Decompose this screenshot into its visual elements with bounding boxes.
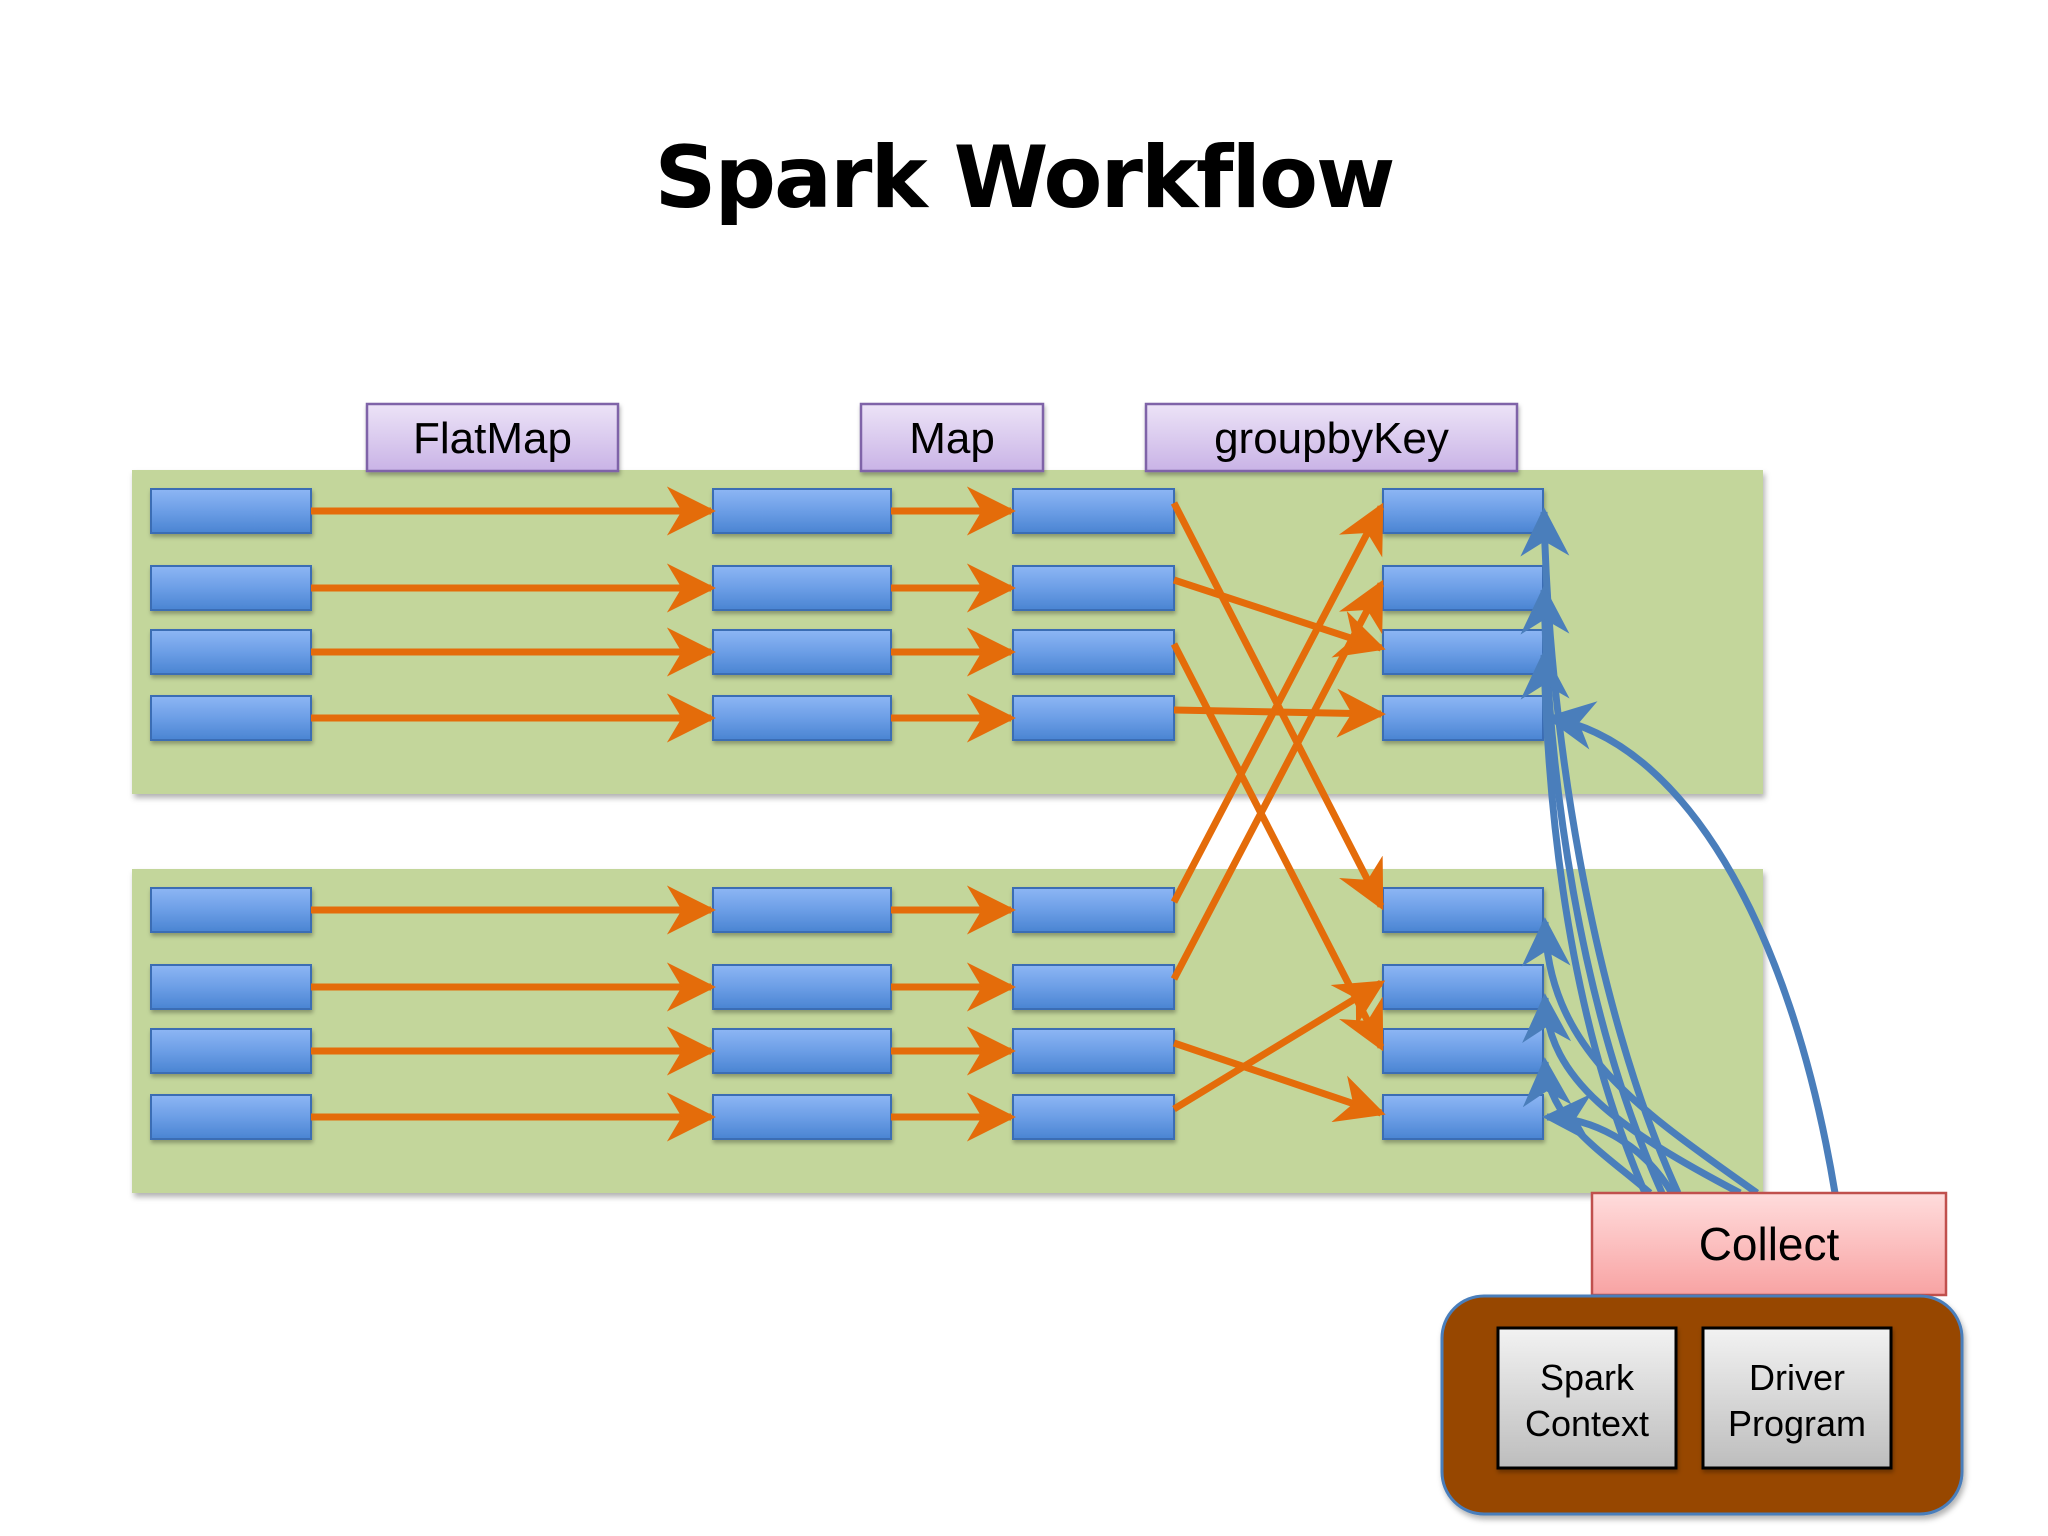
partition-1-input-record-1 xyxy=(150,488,312,534)
partition-1-input-record-4 xyxy=(150,695,312,741)
partition-2-groupbykey-output-record-3 xyxy=(1382,1028,1544,1074)
shuffle-arrow-2 xyxy=(1172,576,1386,658)
partition-2-flatmap-output-record-2 xyxy=(712,964,892,1010)
partition-1-groupbykey-output-record-3 xyxy=(1382,629,1544,675)
slide-title: Spark Workflow xyxy=(654,128,1396,228)
partition-1-flatmap-output-record-2 xyxy=(712,565,892,611)
collect-arrow-partition-2-record-2 xyxy=(1522,993,1742,1197)
driver-program-label-line2: Program xyxy=(1728,1403,1866,1444)
partition-2-map-output-record-3 xyxy=(1012,1028,1175,1074)
collect-action: Collect xyxy=(1590,1191,1948,1297)
partition-1-groupbykey-output-record-4 xyxy=(1382,695,1544,741)
spark-context-box xyxy=(1496,1326,1678,1470)
map-operation-box xyxy=(859,402,1045,473)
partition-2-map-output-record-1 xyxy=(1012,887,1175,933)
partition-2-flatmap-output-record-1 xyxy=(712,887,892,933)
partition-1-groupbykey-output-record-2 xyxy=(1382,565,1544,611)
map-operation-label: Map xyxy=(909,414,995,463)
spark-context-label-line1: Spark xyxy=(1540,1357,1635,1398)
partition-1-flatmap-output-record-4 xyxy=(712,695,892,741)
groupbykey-operation-box xyxy=(1144,402,1519,473)
collect-label: Collect xyxy=(1699,1218,1840,1270)
partition-1-map-output-record-3 xyxy=(1012,629,1175,675)
collect-box xyxy=(1590,1191,1948,1297)
partition-1-input-record-3 xyxy=(150,629,312,675)
partition-2-map-output-record-4 xyxy=(1012,1094,1175,1140)
partition-2-groupbykey-output-record-2 xyxy=(1382,964,1544,1010)
spark-context-label-line2: Context xyxy=(1525,1403,1649,1444)
collect-arrow-partition-2-record-4 xyxy=(1542,1093,1675,1195)
partition-1-map-output-record-4 xyxy=(1012,695,1175,741)
partition-2-groupbykey-output-record-4 xyxy=(1382,1094,1544,1140)
partition-1-flatmap-output-record-1 xyxy=(712,488,892,534)
flatmap-operation-box xyxy=(365,402,620,473)
partition-2-groupbykey-output-record-1 xyxy=(1382,887,1544,933)
groupbykey-operation-label: groupbyKey xyxy=(1214,414,1449,463)
shuffle-arrow-8 xyxy=(1172,980,1386,1112)
driver-node: Spark Context Driver Program xyxy=(1440,1294,1964,1516)
partition-2-map-output-record-2 xyxy=(1012,964,1175,1010)
partition-2-input-record-1 xyxy=(150,887,312,933)
collect-arrow-partition-2-record-1 xyxy=(1521,917,1760,1196)
collect-arrow-partition-1-record-4 xyxy=(1545,701,1839,1194)
driver-program-box xyxy=(1701,1326,1893,1470)
driver-program-label-line1: Driver xyxy=(1749,1357,1845,1398)
shuffle-arrow-5 xyxy=(1170,502,1385,904)
partition-1-groupbykey-output-record-1 xyxy=(1382,488,1544,534)
partition-1-input-record-2 xyxy=(150,565,312,611)
partition-2-input-record-4 xyxy=(150,1094,312,1140)
partition-1-flatmap-output-record-3 xyxy=(712,629,892,675)
flatmap-operation-label: FlatMap xyxy=(413,414,572,463)
shuffle-arrow-7 xyxy=(1172,1039,1386,1123)
partition-2-input-record-2 xyxy=(150,964,312,1010)
partition-2-flatmap-output-record-4 xyxy=(712,1094,892,1140)
partition-1-map-output-record-1 xyxy=(1012,488,1175,534)
shuffle-arrow-6 xyxy=(1170,579,1385,981)
partition-2-flatmap-output-record-3 xyxy=(712,1028,892,1074)
partition-1-map-output-record-2 xyxy=(1012,565,1175,611)
partition-2-input-record-3 xyxy=(150,1028,312,1074)
